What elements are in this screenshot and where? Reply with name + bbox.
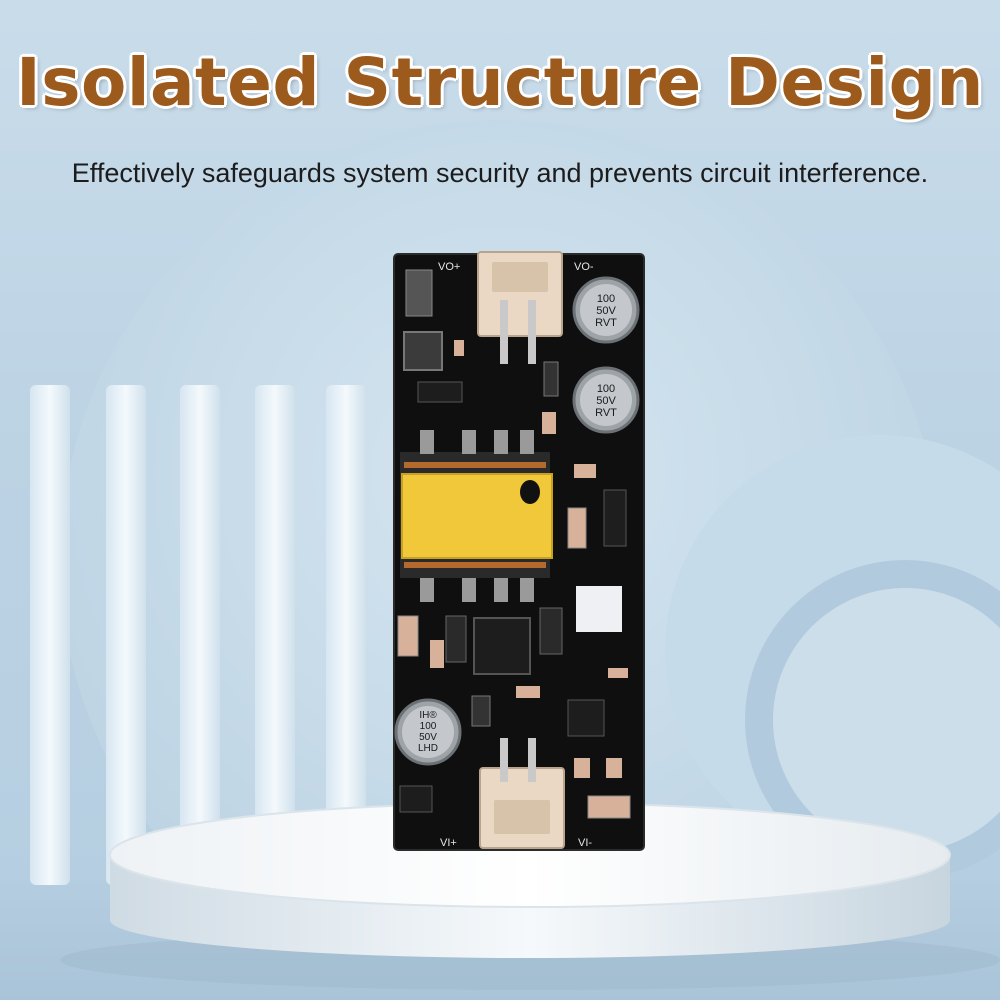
background-pillars [30, 385, 366, 885]
svg-text:100: 100 [597, 293, 615, 305]
label-vi-plus: VI+ [440, 837, 457, 849]
svg-text:IH®: IH® [419, 710, 437, 721]
capacitor-top: 100 50V RVT [572, 276, 640, 344]
svg-text:LHD: LHD [418, 743, 438, 754]
svg-text:100: 100 [420, 721, 437, 732]
headline: Isolated Structure Design [16, 44, 984, 121]
label-vi-minus: VI- [578, 837, 592, 849]
svg-text:RVT: RVT [595, 407, 617, 419]
subline: Effectively safeguards system security a… [71, 158, 929, 188]
capacitor-bottom: IH® 100 50V LHD [394, 698, 462, 766]
input-connector [479, 738, 565, 849]
svg-text:50V: 50V [596, 395, 616, 407]
capacitor-middle: 100 50V RVT [572, 366, 640, 434]
background-ring-core [773, 588, 1000, 852]
label-vo-minus: VO- [574, 261, 594, 273]
isolation-transformer [400, 430, 553, 602]
svg-text:50V: 50V [419, 732, 437, 743]
smd-components [397, 269, 631, 819]
svg-text:100: 100 [597, 383, 615, 395]
svg-text:50V: 50V [596, 305, 616, 317]
podium [60, 802, 1000, 990]
output-connector [477, 251, 563, 364]
label-vo-plus: VO+ [438, 261, 460, 273]
svg-text:RVT: RVT [595, 317, 617, 329]
pcb-board: 100 50V RVT 100 50V RVT IH® 100 50V LHD [393, 251, 645, 851]
